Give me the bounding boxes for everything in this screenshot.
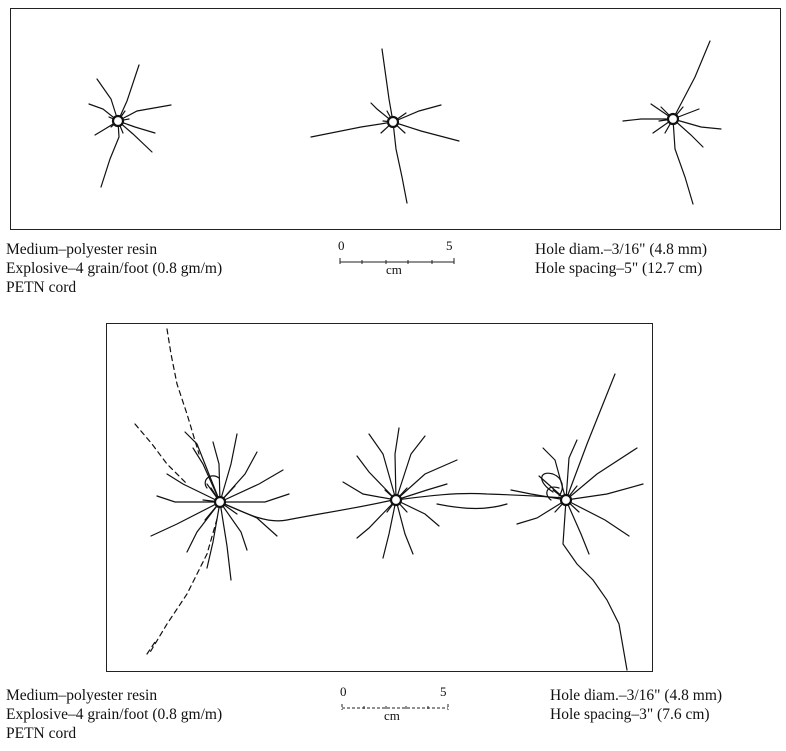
bottom-resin-block-panel — [106, 323, 653, 672]
bottom-caption-hole-spacing: Hole spacing–3" (7.6 cm) — [550, 706, 710, 723]
bottom-caption-cord: PETN cord — [6, 725, 77, 742]
bottom-scale-ruler — [341, 704, 449, 710]
bottom-scale-unit: cm — [384, 708, 400, 723]
top-blast-hole-1 — [111, 114, 125, 128]
bottom-blast-hole-1 — [213, 495, 227, 509]
bottom-caption-medium: Medium–polyester resin — [6, 687, 158, 704]
top-caption-right: Hole diam.–3/16" (4.8 mm) Hole spacing–5… — [535, 240, 707, 278]
top-scale-bar: 0 5 cm — [336, 238, 466, 278]
top-caption-cord: PETN cord — [6, 279, 77, 296]
bottom-hole-3-cracks — [510, 373, 644, 671]
bottom-scale-start: 0 — [340, 684, 347, 699]
bottom-hole-2-cracks — [342, 427, 566, 559]
bottom-dashed-cracks — [134, 328, 218, 655]
top-hole-2-cracks — [310, 48, 460, 204]
bottom-caption-right: Hole diam.–3/16" (4.8 mm) Hole spacing–3… — [550, 686, 722, 724]
top-caption-medium: Medium–polyester resin — [6, 241, 158, 258]
top-caption-hole-diam: Hole diam.–3/16" (4.8 mm) — [535, 241, 708, 258]
bottom-crack-pattern-drawing — [134, 328, 644, 671]
top-scale-start: 0 — [338, 238, 345, 253]
top-blast-hole-3 — [666, 112, 680, 126]
bottom-hole-1-cracks — [150, 431, 394, 581]
bottom-caption-explosive: Explosive–4 grain/foot (0.8 gm/m) — [6, 706, 223, 723]
bottom-scale-bar: 0 5 cm — [338, 684, 468, 724]
top-caption-left: Medium–polyester resin Explosive–4 grain… — [6, 240, 222, 297]
top-hole-1-cracks — [88, 64, 172, 188]
bottom-caption-hole-diam: Hole diam.–3/16" (4.8 mm) — [550, 687, 723, 704]
top-resin-block-panel — [10, 8, 781, 230]
top-scale-end: 5 — [446, 238, 453, 253]
bottom-blast-hole-3 — [559, 493, 573, 507]
top-caption-explosive: Explosive–4 grain/foot (0.8 gm/m) — [6, 260, 223, 277]
top-crack-pattern-drawing — [88, 40, 722, 205]
top-scale-unit: cm — [386, 262, 402, 277]
top-caption-hole-spacing: Hole spacing–5" (12.7 cm) — [535, 260, 703, 277]
top-blast-hole-2 — [386, 115, 400, 129]
top-scale-ruler — [339, 258, 455, 264]
bottom-scale-end: 5 — [440, 684, 447, 699]
bottom-caption-left: Medium–polyester resin Explosive–4 grain… — [6, 686, 222, 743]
bottom-blast-hole-2 — [389, 493, 403, 507]
